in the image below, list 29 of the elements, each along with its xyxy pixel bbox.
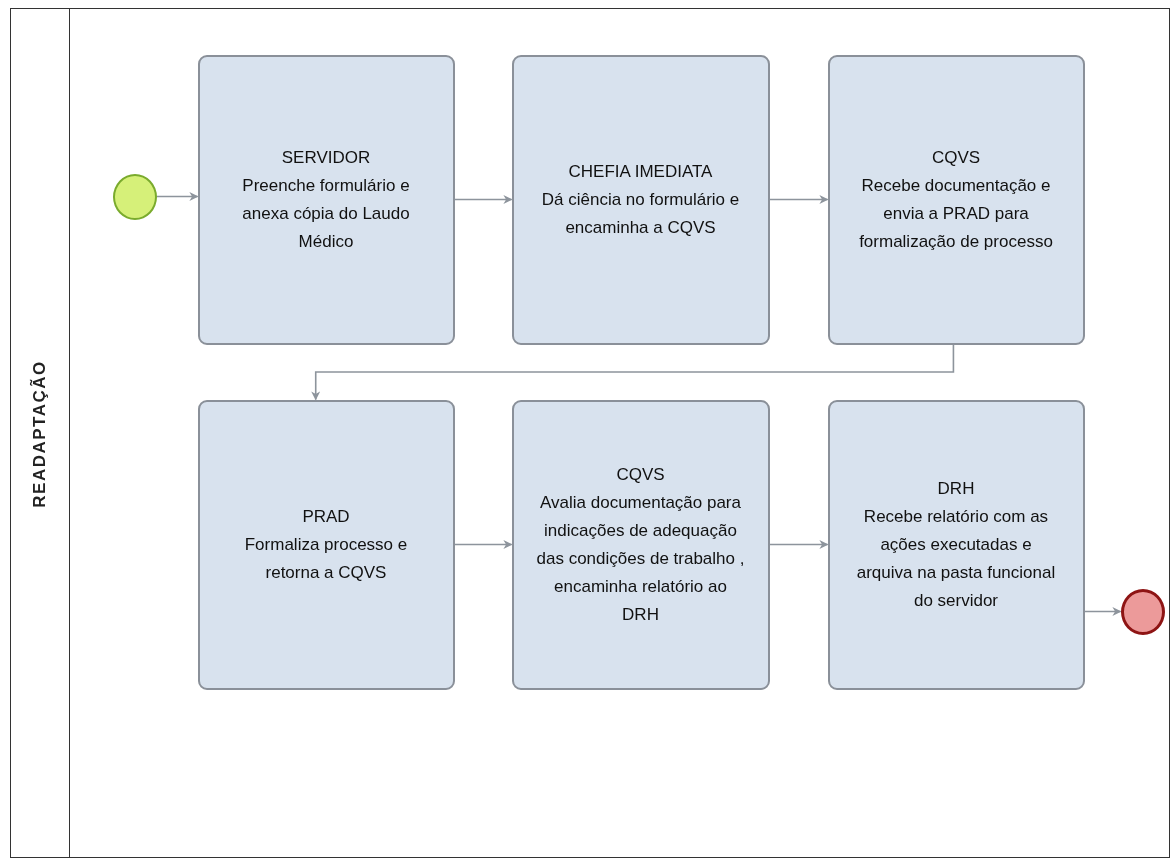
box-heading: CQVS — [931, 146, 981, 169]
process-box — [197, 399, 455, 690]
arrow — [1083, 607, 1122, 616]
swimlane-pool — [10, 8, 1170, 858]
arrow — [155, 192, 199, 201]
box-description: Formaliza processo e retorna a CQVS — [243, 533, 409, 584]
arrow — [311, 343, 955, 401]
process-box — [197, 54, 455, 345]
process-box — [827, 54, 1085, 345]
box-heading: CQVS — [616, 463, 665, 486]
start-event-circle — [112, 173, 157, 220]
box-description: Recebe relatório com as ações executadas e arquiva na pasta funcional do servidor — [855, 505, 1057, 612]
box-description: Preenche formulário e anexa cópia do Laudo Médico — [241, 174, 411, 253]
box-heading: SERVIDOR — [281, 146, 371, 169]
end-event-circle — [1120, 588, 1165, 635]
arrow — [453, 540, 513, 549]
arrow — [768, 195, 829, 204]
box-description: Recebe documentação e envia a PRAD para formalização de processo — [858, 174, 1054, 253]
lane-label: READAPTAÇÃO — [30, 360, 50, 508]
process-box — [511, 399, 770, 690]
box-description: Dá ciência no formulário e encaminha a CQVS — [540, 188, 741, 239]
process-box — [827, 399, 1085, 690]
box-heading: DRH — [937, 477, 975, 500]
box-description: Avalia documentação para indicações de adequação das condições de trabalho , encaminha relatório ao DRH — [535, 491, 746, 626]
arrow — [768, 540, 829, 549]
box-heading: CHEFIA IMEDIATA — [568, 160, 713, 183]
arrow — [453, 195, 513, 204]
process-box — [511, 54, 770, 345]
box-heading: PRAD — [302, 505, 350, 528]
